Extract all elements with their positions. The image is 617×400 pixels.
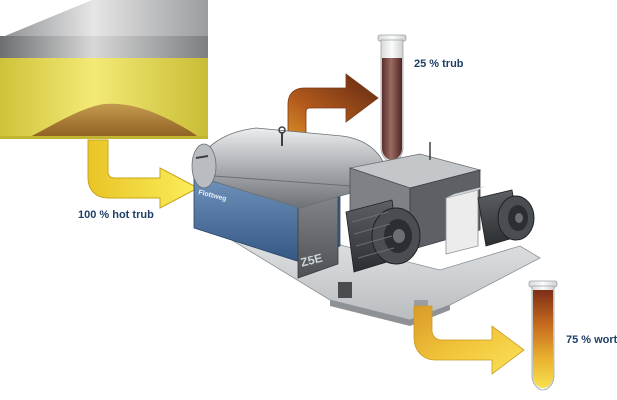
machine-foot (338, 282, 352, 298)
storage-tank (0, 0, 208, 139)
back-drive-motor (477, 189, 535, 247)
trub-tube-content (382, 58, 402, 160)
tank-roof (0, 0, 208, 38)
control-box-side (446, 186, 486, 198)
side-handle (195, 155, 209, 159)
trub-test-tube (377, 34, 407, 163)
wort-test-tube (528, 280, 558, 391)
wort-tube-content (533, 290, 553, 388)
control-box (445, 189, 479, 255)
lift-hook-ring (278, 126, 286, 134)
drain-spout (414, 300, 428, 308)
tank-sediment (28, 103, 200, 138)
inlet-arrow (87, 139, 200, 209)
bowl-end-cap (191, 143, 217, 189)
decanter-centrifuge: Z5E Flottweg (191, 126, 541, 326)
hot-trub-label: 100 % hot trub (78, 209, 154, 221)
tank-band (0, 36, 208, 60)
trub-arrow (270, 73, 379, 149)
wort-label: 75 % wort (566, 334, 617, 346)
main-motor (345, 199, 421, 273)
model-label: Z5E (299, 251, 324, 270)
trub-label: 25 % trub (414, 58, 464, 70)
tank-base-line (0, 136, 208, 139)
wort-arrow (413, 305, 525, 375)
